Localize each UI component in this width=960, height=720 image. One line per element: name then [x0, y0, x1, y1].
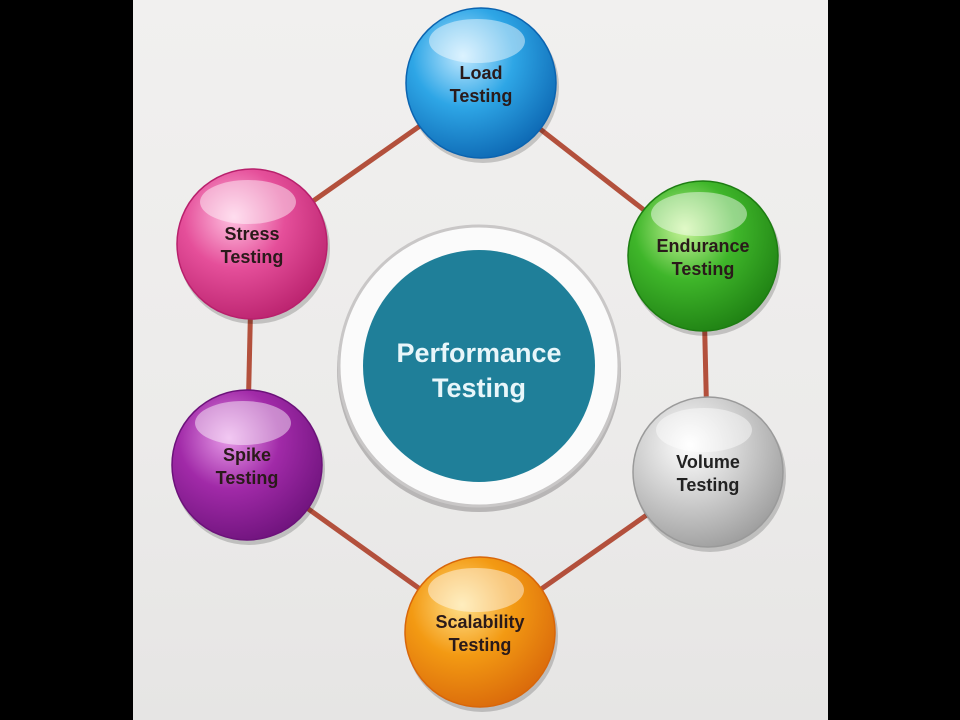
- node-load-label-line1: Load: [460, 63, 503, 83]
- node-stress-testing: Stress Testing: [176, 168, 330, 324]
- node-scalability-label-line1: Scalability: [435, 612, 524, 632]
- node-gloss: [195, 401, 291, 445]
- node-stress-label-line2: Testing: [221, 247, 284, 267]
- node-endurance-label-line1: Endurance: [656, 236, 749, 256]
- node-gloss: [656, 408, 752, 452]
- center-title-line1: Performance: [396, 338, 561, 368]
- node-spike-testing: Spike Testing: [171, 389, 325, 545]
- node-load-testing: Load Testing: [405, 7, 559, 163]
- node-sphere: [632, 396, 784, 548]
- node-sphere: [404, 556, 556, 708]
- node-spike-label-line1: Spike: [223, 445, 271, 465]
- center-hub: Performance Testing: [337, 224, 621, 512]
- node-sphere: [171, 389, 323, 541]
- node-load-label-line2: Testing: [450, 86, 513, 106]
- center-title-line2: Testing: [432, 373, 526, 403]
- node-scalability-testing: Scalability Testing: [404, 556, 558, 712]
- node-sphere: [405, 7, 557, 159]
- node-sphere: [176, 168, 328, 320]
- node-endurance-label-line2: Testing: [672, 259, 735, 279]
- node-volume-label-line1: Volume: [676, 452, 740, 472]
- node-gloss: [429, 19, 525, 63]
- node-volume-label-line2: Testing: [677, 475, 740, 495]
- node-gloss: [651, 192, 747, 236]
- node-volume-testing: Volume Testing: [632, 396, 786, 552]
- node-gloss: [428, 568, 524, 612]
- node-gloss: [200, 180, 296, 224]
- center-disc: [363, 250, 595, 482]
- node-spike-label-line2: Testing: [216, 468, 279, 488]
- testing-nodes: Load Testing Endurance Testing Volume Te…: [171, 7, 786, 712]
- node-sphere: [627, 180, 779, 332]
- node-endurance-testing: Endurance Testing: [627, 180, 781, 336]
- node-scalability-label-line2: Testing: [449, 635, 512, 655]
- node-stress-label-line1: Stress: [224, 224, 279, 244]
